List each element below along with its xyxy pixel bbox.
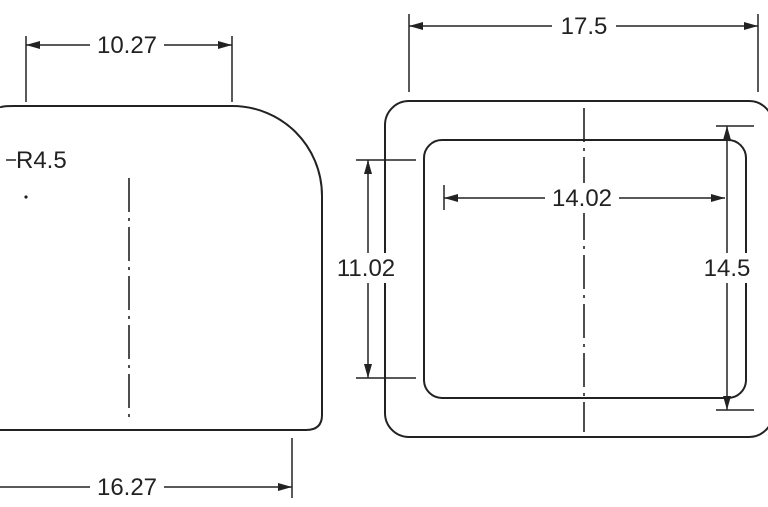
right-view: 17.5 14.02 11.02: [330, 11, 768, 438]
dimension-inner-height: 11.02: [330, 159, 416, 379]
inner-opening: [423, 139, 747, 399]
arrowhead-top: [364, 160, 372, 174]
left-part-outline: [0, 105, 323, 431]
arrowhead-left: [444, 194, 458, 202]
dimension-label-bottom-width: 16.27: [97, 474, 157, 501]
dimension-label-inner-height: 11.02: [337, 255, 395, 282]
arrowhead-right: [711, 194, 725, 202]
arrowhead-bottom: [364, 364, 372, 378]
label-background: [330, 253, 404, 283]
label-background: [90, 472, 164, 502]
dimension-inner-width: 14.02: [443, 183, 725, 213]
arrowhead-bottom: [723, 396, 731, 410]
arrowhead-top: [723, 126, 731, 140]
label-background: [700, 253, 756, 283]
arrowhead-right: [218, 41, 232, 49]
dimension-overall-width: 17.5: [408, 11, 759, 92]
radius-center-mark: [24, 195, 28, 199]
dimension-label-overall-height: 14.5: [704, 255, 751, 282]
arrowhead-right: [278, 483, 292, 491]
arrowhead-left: [26, 41, 40, 49]
dimension-top-width: 10.27: [25, 30, 233, 102]
label-background: [552, 11, 616, 41]
dimension-label-inner-width: 14.02: [552, 185, 612, 212]
dimension-label-top-width: 10.27: [97, 32, 157, 59]
dimension-label-overall-width: 17.5: [561, 13, 608, 40]
dimension-overall-height: 14.5: [700, 125, 756, 411]
arrowhead-right: [744, 22, 758, 30]
dimension-bottom-width: 16.27: [0, 438, 293, 502]
radius-callout: R4.5: [6, 147, 67, 174]
label-background: [90, 30, 164, 60]
radius-label: R4.5: [16, 147, 67, 174]
arrowhead-left: [409, 22, 423, 30]
label-background: [545, 183, 619, 213]
left-view: 10.27 R4.5 16.27: [0, 30, 323, 502]
